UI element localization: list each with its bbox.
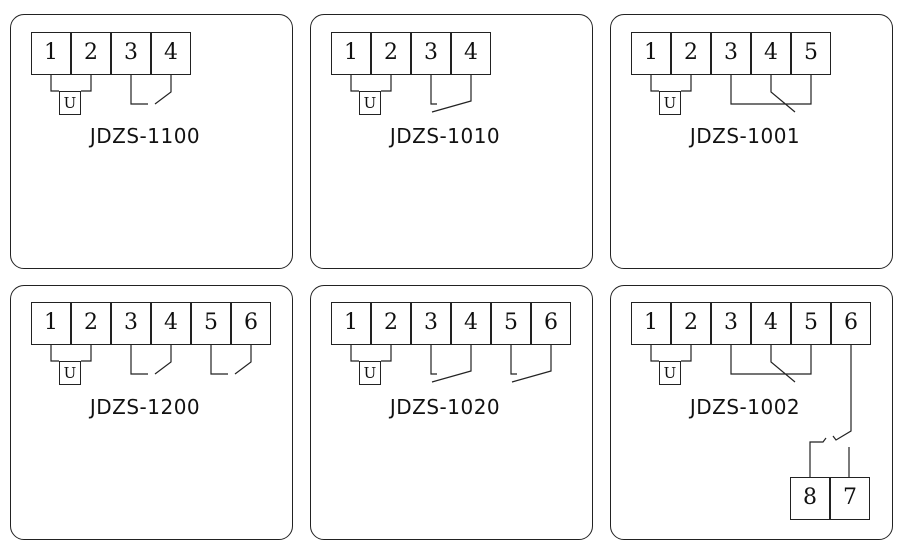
terminal-1: 1 (31, 302, 71, 345)
terminal-1: 1 (631, 302, 671, 345)
terminal-7: 7 (830, 477, 870, 520)
terminal-2: 2 (671, 302, 711, 345)
terminal-2: 2 (71, 302, 111, 345)
model-label: JDZS-1010 (389, 124, 501, 148)
coil-box: U (659, 361, 681, 385)
terminal-4: 4 (751, 32, 791, 75)
terminal-4: 4 (151, 32, 191, 75)
terminal-5: 5 (791, 302, 831, 345)
coil-box: U (359, 361, 381, 385)
terminal-1: 1 (31, 32, 71, 75)
terminal-5: 5 (791, 32, 831, 75)
terminal-3: 3 (111, 32, 151, 75)
terminal-2: 2 (371, 302, 411, 345)
terminal-1: 1 (331, 302, 371, 345)
terminal-3: 3 (411, 302, 451, 345)
terminal-6: 6 (831, 302, 871, 345)
terminal-2: 2 (71, 32, 111, 75)
terminal-4: 4 (451, 302, 491, 345)
terminal-6: 6 (231, 302, 271, 345)
terminal-5: 5 (191, 302, 231, 345)
terminal-8: 8 (790, 477, 830, 520)
coil-box: U (359, 91, 381, 115)
terminal-5: 5 (491, 302, 531, 345)
model-label: JDZS-1001 (689, 124, 801, 148)
terminal-3: 3 (711, 302, 751, 345)
terminal-1: 1 (631, 32, 671, 75)
model-label: JDZS-1200 (89, 395, 201, 419)
terminal-2: 2 (371, 32, 411, 75)
terminal-6: 6 (531, 302, 571, 345)
coil-box: U (59, 91, 81, 115)
model-label: JDZS-1100 (89, 124, 201, 148)
model-label: JDZS-1002 (689, 395, 801, 419)
coil-box: U (659, 91, 681, 115)
terminal-3: 3 (711, 32, 751, 75)
terminal-4: 4 (151, 302, 191, 345)
terminal-4: 4 (451, 32, 491, 75)
coil-box: U (59, 361, 81, 385)
terminal-4: 4 (751, 302, 791, 345)
terminal-2: 2 (671, 32, 711, 75)
terminal-3: 3 (111, 302, 151, 345)
terminal-1: 1 (331, 32, 371, 75)
model-label: JDZS-1020 (389, 395, 501, 419)
terminal-3: 3 (411, 32, 451, 75)
